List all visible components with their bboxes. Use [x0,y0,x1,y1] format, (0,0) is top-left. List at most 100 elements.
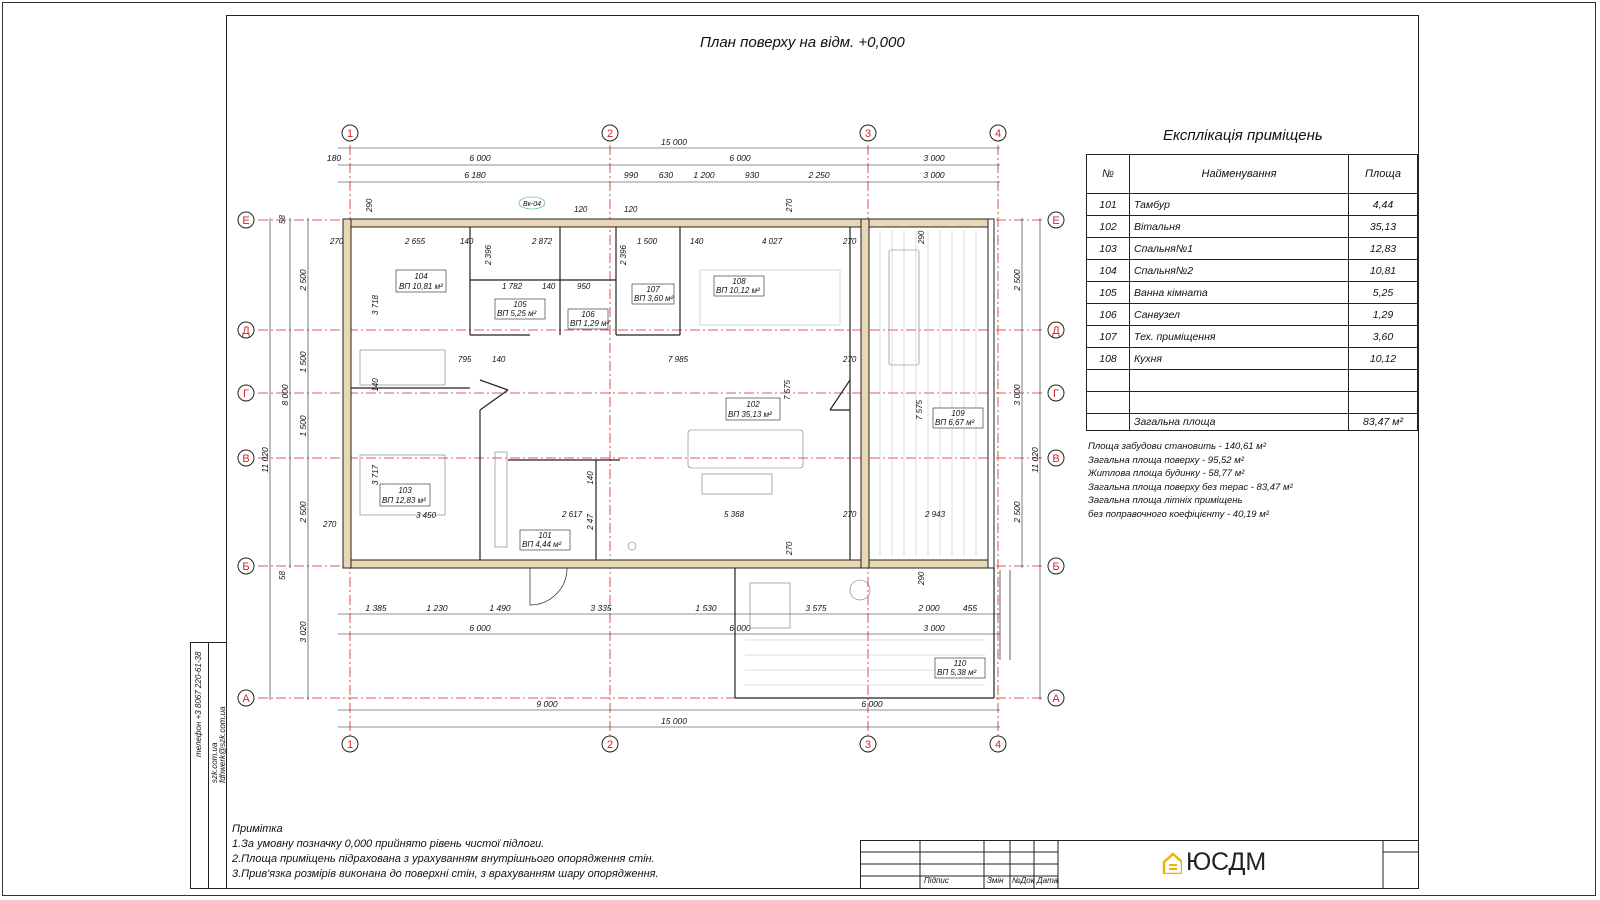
axis-D-right: Д [1052,325,1060,337]
notes-heading: Примітка [232,823,283,835]
axis-3-bottom: 3 [865,739,871,751]
dim-bot3-a: 9 000 [536,699,558,709]
svg-text:105: 105 [513,300,527,309]
svg-text:ВП 35,13 м²: ВП 35,13 м² [728,410,772,419]
sdim-0: 58 [278,215,287,224]
dim-top1-a: 6 000 [469,153,491,163]
sdim-5: 120 [624,205,638,214]
dim-top2-b: 990 [624,170,638,180]
wdim-22: 2 47 [586,514,595,531]
company-logo-text: ЮСДМ [1186,848,1267,876]
wdim-10: 950 [577,282,591,291]
axis-E-left: Е [242,215,249,227]
wdim-1: 140 [460,237,474,246]
vent-marker: Вк-04 [518,196,546,210]
dim-right-big: 11 020 [1030,447,1040,473]
svg-text:108: 108 [732,277,746,286]
wdim-4: 140 [690,237,704,246]
axis-3-top: 3 [865,128,871,140]
dim-bot1-e: 1 530 [695,603,717,613]
axis-1-top: 1 [347,128,353,140]
axis-B-right: Б [1052,561,1059,573]
dimension-lines [269,147,1041,728]
sdim-13: 290 [917,571,926,586]
area-stats: Площа забудови становить - 140,61 м² Заг… [1088,441,1293,520]
dim-top2-g: 3 000 [923,170,945,180]
svg-text:109: 109 [951,409,965,418]
svg-text:ВП 12,83 м²: ВП 12,83 м² [382,496,426,505]
dim-bot1-g: 2 000 [917,603,940,613]
explication-title: Експлікація приміщень [1163,127,1323,144]
wdim-12: 795 [458,355,472,364]
wdim-13: 140 [492,355,506,364]
sdim-3: 270 [329,237,344,246]
svg-text:ВП 5,25 м²: ВП 5,25 м² [497,309,537,318]
wdim-0: 2 655 [404,237,426,246]
svg-text:ВП 1,29 м²: ВП 1,29 м² [570,319,610,328]
axis-D-left: Д [242,325,250,337]
dim-left-d: 2 500 [298,501,308,524]
sdim-9: 270 [842,355,857,364]
wdim-14: 7 985 [668,355,689,364]
svg-text:ВП 5,38 м²: ВП 5,38 м² [937,668,977,677]
stamp-label-doc: №Док [1012,876,1035,885]
wdim-6: 2 396 [484,244,493,266]
stamp-label-changes: Змін [987,876,1004,885]
dim-bot1-f: 3 575 [805,603,827,613]
wdim-2: 2 872 [531,237,553,246]
column-axis-markers [341,124,1007,753]
stamp-grid [860,840,1418,889]
sdim-10: 270 [842,510,857,519]
stamp-label-date: Дата [1037,876,1059,885]
notes: Примітка 1.За умовну позначку 0,000 прий… [232,822,659,882]
axis-E-right: Е [1052,215,1059,227]
dim-left-c: 1 500 [298,415,308,437]
furniture [359,249,920,629]
dim-bot1-d: 3 335 [590,603,612,613]
dim-left-e: 3 020 [298,621,308,643]
wdim-8: 1 782 [502,282,523,291]
svg-text:ВП 6,67 м²: ВП 6,67 м² [935,418,975,427]
dim-top1-c: 3 000 [923,153,945,163]
dim-bot1-b: 1 230 [426,603,448,613]
wdim-20: 2 617 [561,510,583,519]
sdim-8: 270 [842,237,857,246]
axis-4-bottom: 4 [995,739,1001,751]
axis-V-right: В [1052,453,1059,465]
dim-bot1-h: 455 [963,603,977,613]
sdim-1: 58 [278,571,287,580]
dim-right-b: 3 000 [1012,384,1022,406]
dim-left-a: 2 500 [298,269,308,292]
dim-180: 180 [327,153,341,163]
svg-text:101: 101 [538,531,551,540]
table-row-empty [1086,369,1418,392]
dim-right-a: 2 500 [1012,269,1022,292]
dim-top2-c: 630 [659,170,673,180]
dim-total-bottom: 15 000 [661,716,687,726]
entry-door [529,567,1011,660]
dim-bot1-a: 1 385 [365,603,387,613]
note-item: 1.За умовну позначку 0,000 прийнято ріве… [232,838,545,850]
sdim-11: 270 [322,520,337,529]
wdim-19: 3 450 [416,511,437,520]
axis-V-left: В [242,453,249,465]
svg-text:ВП 10,81 м²: ВП 10,81 м² [399,282,443,291]
axis-A-left: А [242,693,250,705]
dim-bot3-b: 6 000 [861,699,883,709]
svg-text:ВП 10,12 м²: ВП 10,12 м² [716,286,760,295]
exterior-walls [342,218,995,569]
axis-2-bottom: 2 [607,739,613,751]
dim-top1-b: 6 000 [729,153,751,163]
axis-1-bottom: 1 [347,739,353,751]
note-item: 2.Площа приміщень підрахована з урахуван… [232,853,655,865]
